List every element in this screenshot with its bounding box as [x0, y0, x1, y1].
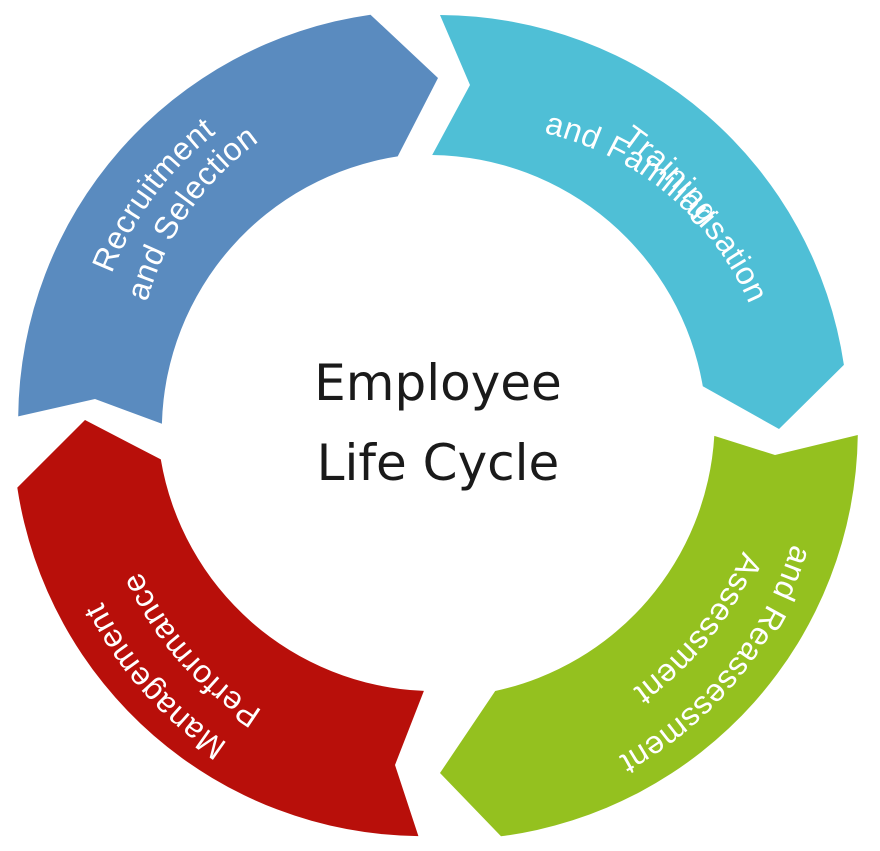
segment-recruitment-arrow	[18, 14, 438, 424]
center-title: Employee Life Cycle	[314, 354, 562, 492]
segment-assessment: Assessment and Reassessment	[440, 435, 858, 837]
segment-performance-arrow	[17, 420, 424, 837]
center-title-line2: Life Cycle	[317, 434, 560, 492]
segment-assessment-arrow	[440, 435, 858, 837]
center-title-line1: Employee	[314, 354, 562, 412]
segment-training-arrow	[432, 15, 844, 429]
